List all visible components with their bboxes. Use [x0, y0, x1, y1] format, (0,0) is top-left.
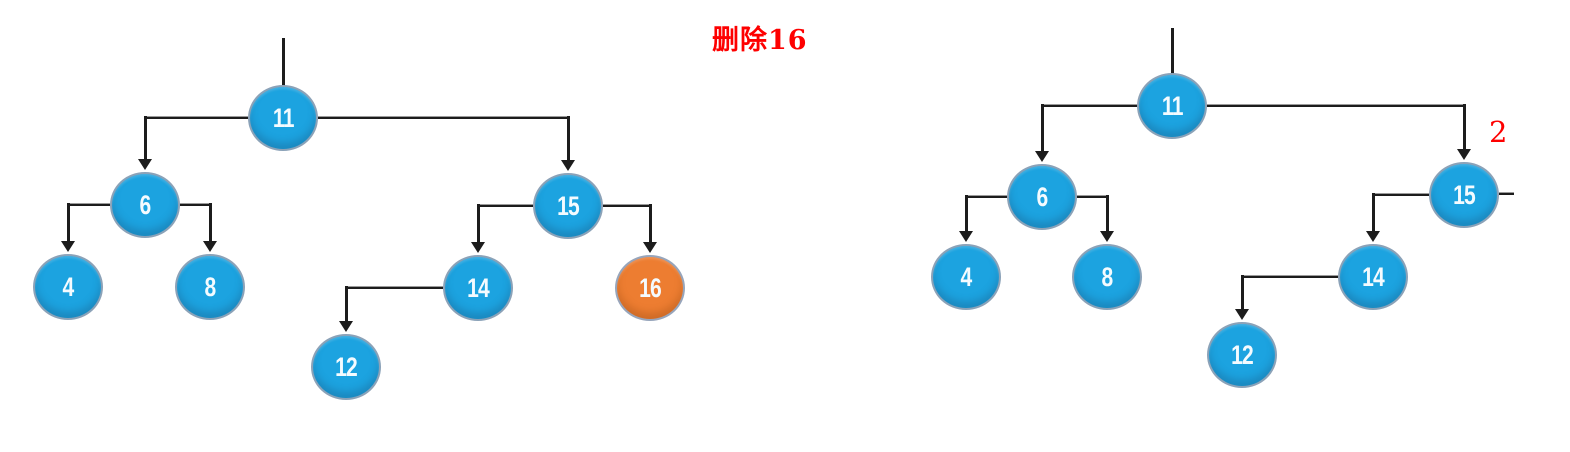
- edge-arrowhead: [1235, 309, 1249, 320]
- node-label: 4: [960, 261, 973, 292]
- tree-node-15: 15: [533, 173, 603, 239]
- edge-line: [1372, 193, 1429, 196]
- edge-arrowhead: [1366, 231, 1380, 242]
- edge-line: [1207, 104, 1466, 107]
- edge-arrowhead: [561, 160, 575, 171]
- edge-line: [1041, 104, 1044, 153]
- edge-arrowhead: [339, 321, 353, 332]
- node-label: 6: [139, 189, 152, 220]
- edge-line: [318, 116, 570, 119]
- tree-node-11: 11: [248, 85, 318, 151]
- edge-arrowhead: [643, 242, 657, 253]
- tree-node-6: 6: [1007, 164, 1077, 230]
- node-label: 8: [1101, 261, 1114, 292]
- edge-arrowhead: [1457, 149, 1471, 160]
- tree-node-11: 11: [1137, 73, 1207, 139]
- tree-node-14: 14: [443, 255, 513, 321]
- step-number-label: 2: [1489, 115, 1508, 149]
- node-label: 6: [1036, 181, 1049, 212]
- edge-line: [1241, 275, 1244, 311]
- edge-line: [567, 116, 570, 162]
- edge-line: [209, 203, 212, 243]
- removed-edge-stub: [1499, 192, 1514, 195]
- node-label: 8: [204, 271, 217, 302]
- tree-node-12: 12: [1207, 322, 1277, 388]
- node-label: 12: [1231, 339, 1254, 370]
- node-label: 12: [335, 351, 358, 382]
- root-entry-line: [282, 38, 285, 86]
- tree-node-8: 8: [175, 254, 245, 320]
- edge-line: [1463, 104, 1466, 151]
- tree-node-14: 14: [1338, 244, 1408, 310]
- node-label: 11: [1161, 90, 1183, 121]
- node-label: 16: [639, 272, 662, 303]
- tree-node-4: 4: [931, 244, 1001, 310]
- edge-line: [965, 195, 1007, 198]
- edge-line: [1077, 195, 1109, 198]
- edge-arrowhead: [471, 242, 485, 253]
- edge-line: [1106, 195, 1109, 233]
- tree-node-15: 15: [1429, 162, 1499, 228]
- edge-arrowhead: [61, 241, 75, 252]
- node-label: 11: [272, 102, 294, 133]
- tree-node-4: 4: [33, 254, 103, 320]
- edge-arrowhead: [959, 231, 973, 242]
- tree-node-12: 12: [311, 334, 381, 400]
- edge-line: [345, 286, 348, 323]
- edge-line: [180, 203, 212, 206]
- tree-node-16-highlighted: 16: [615, 255, 685, 321]
- edge-line: [67, 203, 110, 206]
- edge-line: [67, 203, 70, 243]
- edge-line: [477, 204, 480, 244]
- tree-node-8: 8: [1072, 244, 1142, 310]
- edge-line: [1372, 193, 1375, 233]
- edge-line: [477, 204, 533, 207]
- edge-line: [965, 195, 968, 233]
- edge-arrowhead: [138, 159, 152, 170]
- edge-line: [345, 286, 443, 289]
- edge-line: [1041, 104, 1137, 107]
- edge-line: [144, 116, 248, 119]
- node-label: 14: [467, 272, 490, 303]
- node-label: 15: [1453, 179, 1476, 210]
- edge-line: [1241, 275, 1338, 278]
- edge-line: [144, 116, 147, 161]
- edge-arrowhead: [1100, 231, 1114, 242]
- node-label: 15: [557, 190, 580, 221]
- edge-arrowhead: [203, 241, 217, 252]
- edge-line: [649, 204, 652, 244]
- node-label: 14: [1362, 261, 1385, 292]
- diagram-title: 删除16: [712, 25, 808, 56]
- tree-node-6: 6: [110, 172, 180, 238]
- edge-arrowhead: [1035, 151, 1049, 162]
- edge-line: [603, 204, 652, 207]
- root-entry-line: [1171, 28, 1174, 75]
- node-label: 4: [62, 271, 75, 302]
